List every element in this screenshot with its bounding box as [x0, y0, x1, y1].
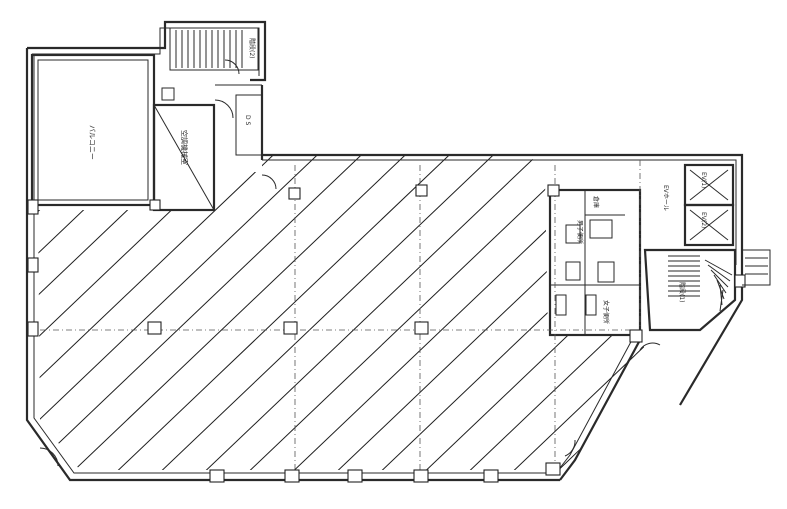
elevator-1-label: EV(1) — [700, 172, 707, 188]
structural-columns — [27, 184, 746, 483]
hatch-line — [635, 155, 645, 470]
stair-1-label: 階段(1) — [678, 282, 686, 303]
hatch-line — [63, 155, 485, 470]
grid-lines — [40, 160, 641, 470]
hatch-line — [327, 155, 645, 470]
hatch-line — [591, 155, 645, 470]
stair-2-label: 階段(2) — [248, 38, 256, 59]
elevator-hall-label: EVホール — [662, 185, 669, 211]
stair-1: 階段(1) — [643, 248, 737, 332]
stair-tread — [704, 259, 733, 276]
storage-label: 倉庫 — [592, 196, 600, 208]
stair-tread — [710, 269, 729, 288]
hatch-line — [415, 155, 645, 470]
stair-tread — [719, 289, 724, 312]
hatch-line — [38, 155, 265, 470]
hatch-line — [38, 155, 89, 470]
hatch-line — [503, 155, 645, 470]
hatch-line — [195, 155, 617, 470]
hatch-line — [239, 155, 645, 470]
hatch-line — [107, 155, 529, 470]
hatch-line — [38, 155, 397, 470]
hatch-line — [547, 155, 645, 470]
womens-toilet-label: 女子便所 — [602, 300, 610, 324]
hatch-line — [38, 155, 441, 470]
balcony-label: バルコニー — [88, 125, 96, 160]
elevator-2-label: EV(2) — [700, 212, 707, 228]
mens-toilet-label: 男子便所 — [576, 220, 584, 244]
stair-tread — [713, 274, 727, 294]
toilets: 倉庫 男子便所 女子便所 — [548, 188, 642, 337]
hatch-line — [459, 155, 645, 470]
hatch-line — [38, 155, 133, 470]
hatch-line — [724, 80, 787, 480]
duct-space: D S — [235, 94, 263, 156]
outer-walls — [25, 20, 744, 482]
duct-label: D S — [244, 115, 251, 126]
machine-room-label: 空調機械室 — [180, 130, 189, 165]
doors — [39, 59, 661, 467]
elevators: EV(1) EV(2) EVホール — [662, 163, 735, 247]
hatch-line — [38, 155, 353, 470]
external-landing — [742, 249, 771, 286]
hatch-line — [283, 155, 645, 470]
machine-room: 空調機械室 — [152, 103, 216, 212]
office-area-hatching — [38, 80, 787, 480]
balcony: バルコニー — [30, 53, 156, 207]
stair-tread — [707, 264, 731, 282]
hatch-line — [38, 155, 309, 470]
stair-2: 階段(2) — [161, 27, 259, 101]
hatch-line — [680, 80, 787, 480]
hatch-line — [38, 155, 45, 470]
hatch-line — [151, 155, 573, 470]
